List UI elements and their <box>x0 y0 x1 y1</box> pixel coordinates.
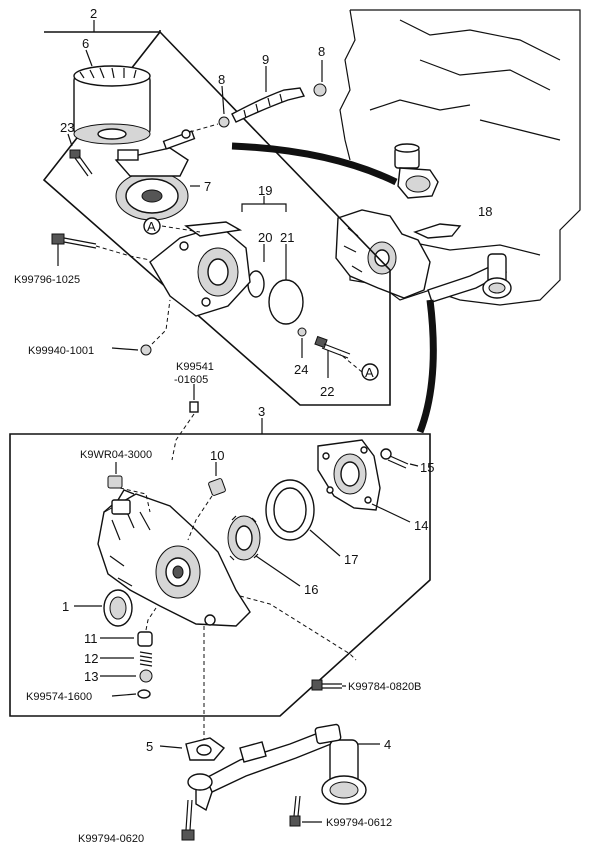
label-13: 13 <box>84 669 98 684</box>
filter-mount-part-7 <box>114 130 196 221</box>
screw-part-15 <box>380 448 409 469</box>
oring-part-20 <box>247 270 265 298</box>
oil-filter-part-6 <box>73 65 151 145</box>
label-24: 24 <box>294 362 308 377</box>
bolt-k99794-0612 <box>289 795 301 827</box>
label-9: 9 <box>262 52 269 67</box>
spring-part-12 <box>139 651 153 667</box>
gasket-part-21 <box>268 279 304 325</box>
code-k99541: K99541 <box>176 361 214 373</box>
label-19: 19 <box>258 183 272 198</box>
bolt-k99794-0620 <box>181 799 195 841</box>
fitting-part-10 <box>208 478 226 496</box>
adapter-plate <box>149 221 251 317</box>
bolt-k99784 <box>311 679 342 691</box>
bolt-part-23 <box>69 149 93 177</box>
cap-part-11 <box>137 631 153 647</box>
label-14: 14 <box>414 518 428 533</box>
group-3-frame <box>9 433 431 717</box>
label-5: 5 <box>146 739 153 754</box>
fitting-part-8a <box>218 116 230 128</box>
code-k99574-1600: K99574-1600 <box>26 691 92 703</box>
label-15: 15 <box>420 460 434 475</box>
label-4: 4 <box>384 737 391 752</box>
leader-19 <box>241 203 287 212</box>
label-11: 11 <box>84 631 98 646</box>
arrow-to-pump <box>416 299 437 434</box>
label-8b: 8 <box>318 44 325 59</box>
gasket-part-5 <box>185 737 226 761</box>
code-k99794-0620: K99794-0620 <box>78 833 144 845</box>
nut-part-24 <box>297 327 307 337</box>
label-3: 3 <box>258 404 265 419</box>
label-20: 20 <box>258 230 272 245</box>
code-k99796-1025: K99796-1025 <box>14 274 80 286</box>
nut-k99940 <box>140 344 152 356</box>
label-8a: 8 <box>218 72 225 87</box>
code-k99784-0820b: K99784-0820B <box>348 681 421 693</box>
group-2-frame <box>42 30 391 406</box>
ring-k99574 <box>137 689 151 699</box>
dowel-k99541 <box>189 401 199 413</box>
label-10: 10 <box>210 448 224 463</box>
cover-plate-part-14 <box>317 439 381 511</box>
code-k99940-1001: K99940-1001 <box>28 345 94 357</box>
marker-a-upper <box>143 217 161 235</box>
label-22: 22 <box>320 384 334 399</box>
label-12: 12 <box>84 651 98 666</box>
label-1: 1 <box>62 599 69 614</box>
label-18: 18 <box>478 204 492 219</box>
label-17: 17 <box>344 552 358 567</box>
plug-k9wr04 <box>107 475 123 489</box>
fitting-part-8b <box>313 83 327 97</box>
seal-part-1 <box>103 589 133 627</box>
engine-oil-pump-mini <box>335 209 462 299</box>
oil-strainer-part-4 <box>195 723 367 812</box>
outer-rotor-part-17 <box>265 479 315 541</box>
label-16: 16 <box>304 582 318 597</box>
code-k99794-0612: K99794-0612 <box>326 817 392 829</box>
inner-rotor-part-16 <box>227 515 261 561</box>
hose-part-9 <box>231 87 306 123</box>
marker-a-lower-text: A <box>365 365 374 380</box>
label-6: 6 <box>82 36 89 51</box>
label-2: 2 <box>90 6 97 21</box>
engine-pickup-tube-mini <box>427 253 512 303</box>
code-k9wr04-3000: K9WR04-3000 <box>80 449 152 461</box>
marker-a-upper-text: A <box>147 219 156 234</box>
flange-gasket <box>187 773 213 791</box>
oil-pump-body <box>97 489 251 627</box>
label-23: 23 <box>60 120 74 135</box>
bolt-part-22 <box>314 335 351 359</box>
label-7: 7 <box>204 179 211 194</box>
plunger-part-13 <box>139 669 153 683</box>
engine-oil-filter-mini <box>394 143 439 199</box>
label-21: 21 <box>280 230 294 245</box>
code-01605: -01605 <box>174 374 208 386</box>
arrow-to-filter <box>231 142 398 186</box>
